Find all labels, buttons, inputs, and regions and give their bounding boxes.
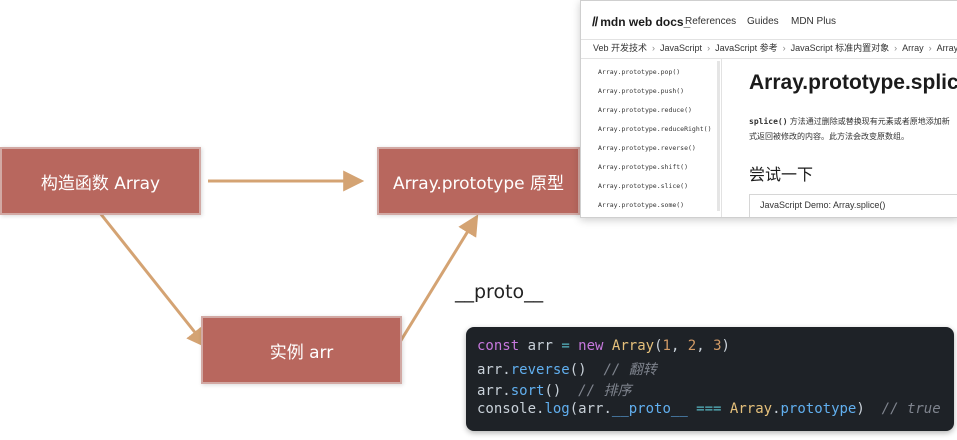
divider — [721, 59, 722, 217]
code-token: reverse — [510, 362, 570, 378]
code-token: arr. — [477, 383, 511, 399]
sidebar-scrollbar[interactable] — [717, 61, 720, 211]
chevron-right-icon: › — [782, 43, 786, 53]
mdn-screenshot: //mdn web docs_ References Guides MDN Pl… — [580, 0, 957, 218]
mdn-sidebar: Array.prototype.pop() Array.prototype.pu… — [581, 59, 719, 217]
code-token: 3 — [713, 338, 722, 354]
sidebar-item[interactable]: Array.prototype.reduceRight() — [598, 125, 712, 133]
code-token: prototype — [780, 401, 857, 417]
sidebar-item[interactable]: Array.prototype.slice() — [598, 182, 689, 190]
code-token: () — [569, 362, 587, 378]
code-line-4: console.log(arr.__proto__ === Array.prot… — [477, 401, 941, 417]
mdn-header: //mdn web docs_ References Guides MDN Pl… — [581, 1, 957, 40]
chevron-right-icon: › — [707, 43, 711, 53]
breadcrumb-item[interactable]: JavaScript 标准内置对象 — [790, 43, 890, 53]
code-comment: // 翻转 — [586, 362, 657, 378]
code-comment: // 排序 — [561, 383, 632, 399]
page-description-line-2: 式返回被修改的内容。此方法会改变原数组。 — [749, 132, 909, 141]
mdn-logo-icon: // — [592, 14, 598, 29]
page-title: Array.prototype.splic — [749, 71, 957, 94]
code-line-2: arr.reverse() // 翻转 — [477, 359, 657, 379]
breadcrumb-item[interactable]: Veb 开发技术 — [593, 43, 648, 53]
code-token: arr — [519, 338, 562, 354]
mdn-logo[interactable]: //mdn web docs_ — [592, 14, 691, 29]
chevron-right-icon: › — [928, 43, 932, 53]
constructor-label: 构造函数 Array — [40, 173, 161, 194]
code-token: , — [670, 338, 688, 354]
code-panel: const arr = new Array(1, 2, 3) arr.rever… — [466, 327, 954, 431]
breadcrumb-item[interactable]: JavaScript 参考 — [715, 43, 778, 53]
code-token: log — [544, 401, 570, 417]
mdn-logo-text: mdn web docs — [600, 15, 684, 29]
code-token: () — [544, 383, 562, 399]
prototype-box: Array.prototype 原型 — [377, 147, 580, 215]
code-token: . — [772, 401, 781, 417]
code-token: 2 — [687, 338, 697, 354]
demo-box[interactable]: JavaScript Demo: Array.splice() — [749, 194, 957, 217]
code-token: === — [687, 401, 730, 417]
constructor-box: 构造函数 Array — [0, 147, 201, 215]
code-line-3: arr.sort() // 排序 — [477, 380, 631, 400]
code-token: 1 — [662, 338, 671, 354]
inline-code: splice() — [749, 117, 788, 126]
code-token: Array — [611, 338, 655, 354]
code-token: const — [477, 338, 520, 354]
nav-guides[interactable]: Guides — [747, 16, 779, 27]
code-token: arr. — [477, 362, 511, 378]
try-it-heading: 尝试一下 — [749, 167, 814, 184]
demo-label: JavaScript Demo: Array.splice() — [760, 200, 886, 210]
code-comment: // true — [864, 401, 941, 417]
code-token: ( — [654, 338, 663, 354]
arrow-instance-to-prototype — [398, 214, 479, 343]
prototype-label: Array.prototype 原型 — [392, 173, 565, 194]
breadcrumb-item[interactable]: Array. — [936, 43, 957, 53]
code-token: = — [561, 338, 570, 354]
breadcrumb-item[interactable]: Array — [902, 43, 924, 53]
sidebar-item[interactable]: Array.prototype.reduce() — [598, 106, 692, 114]
nav-references[interactable]: References — [685, 16, 737, 27]
code-token: sort — [510, 383, 545, 399]
code-token: Array — [729, 401, 773, 417]
code-token: __proto__ — [611, 401, 688, 417]
chevron-right-icon: › — [894, 43, 898, 53]
instance-label: 实例 arr — [269, 342, 334, 363]
sidebar-item[interactable]: Array.prototype.reverse() — [598, 144, 696, 152]
code-token: ) — [856, 401, 865, 417]
code-token: , — [696, 338, 714, 354]
code-token: (arr. — [569, 401, 612, 417]
code-line-1: const arr = new Array(1, 2, 3) — [477, 338, 730, 354]
sidebar-item[interactable]: Array.prototype.some() — [598, 201, 685, 209]
nav-mdn-plus[interactable]: MDN Plus — [791, 16, 837, 27]
sidebar-item[interactable]: Array.prototype.push() — [598, 87, 685, 95]
code-token: ) — [721, 338, 730, 354]
arrow-constructor-to-instance — [98, 212, 208, 349]
description-text: 方法通过删除或替换现有元素或者原地添加新 — [787, 117, 950, 126]
breadcrumb-item[interactable]: JavaScript — [660, 43, 703, 53]
page-description-line-1: splice() 方法通过删除或替换现有元素或者原地添加新 — [749, 116, 950, 127]
proto-link-label: __proto__ — [455, 281, 544, 303]
sidebar-item[interactable]: Array.prototype.pop() — [598, 68, 681, 76]
breadcrumb: Veb 开发技术 › JavaScript › JavaScript 参考 › JavaSc… — [581, 39, 957, 59]
sidebar-item[interactable]: Array.prototype.shift() — [598, 163, 689, 171]
code-token: console. — [477, 401, 545, 417]
chevron-right-icon: › — [652, 43, 656, 53]
code-token: new — [569, 338, 612, 354]
instance-box: 实例 arr — [201, 316, 402, 384]
